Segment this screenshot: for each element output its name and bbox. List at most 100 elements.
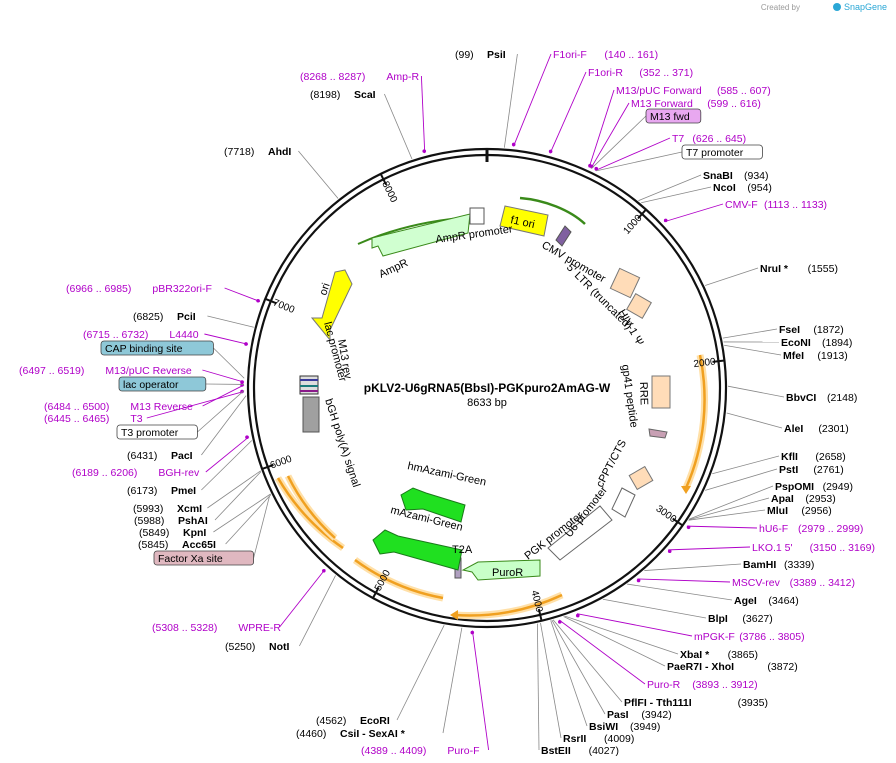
feature-tag-box [118,376,207,392]
primer-mark [557,620,562,624]
primer-label: hU6-F(2979 .. 2999) [759,523,863,535]
primer-label: (4389 .. 4409) Puro-F [361,745,479,757]
features [299,196,671,581]
leader-lines [146,53,785,751]
site-leader-line [396,624,445,721]
primer-label: F1ori-F(140 .. 161) [553,49,658,61]
site-name: PacI [171,450,193,462]
site-position: (1872) [813,324,843,336]
primer-leader-line [420,75,426,154]
site-position: (3865) [728,649,758,661]
feature-tag-leader [197,390,245,433]
primer-range: (4389 .. 4409) [361,745,426,757]
primer-range: (626 .. 645) [692,133,746,145]
site-name: MfeI [783,350,804,362]
primer-label: M13/pUC Forward(585 .. 607) [616,85,771,97]
snapgene-logo-icon [833,3,841,11]
primer-name: T7 [672,133,684,145]
site-name: NcoI [713,182,736,194]
ampr-promoter-arrow [469,207,485,225]
bgh-box [302,396,320,433]
primer-name: WPRE-R [238,622,281,634]
site-position: (3942) [641,709,671,721]
primer-label: T7 promoter [681,144,763,160]
tick-1000 [637,208,647,220]
restriction-site: (5993)XcmI [133,503,202,515]
primer-mark [636,578,641,583]
primer-mark [511,142,516,147]
feature-tag-label: T7 promoter [686,147,744,159]
ltr-box [609,267,641,299]
primer-range: (2979 .. 2999) [798,523,863,535]
primer-range: (5308 .. 5328) [152,622,217,634]
orf-arc-right-line [684,354,706,489]
site-leader-line [201,440,253,491]
site-leader-line [712,455,780,475]
primer-leader-line [590,102,630,169]
hiv-psi-box [626,293,652,319]
primer-label: CAP binding site [100,340,214,356]
feature-tag-label: Factor Xa site [158,553,223,565]
restriction-site: BamHI(3339) [743,559,814,571]
site-leader-line [563,616,666,667]
restriction-site: BsiWI(3949) [589,721,660,733]
site-leader-line [722,328,778,339]
site-position: (4009) [604,733,634,745]
site-position: (7718) [224,146,254,158]
site-name: AleI [784,423,803,435]
primer-label: M13 fwd [645,108,702,124]
restriction-site: (6825)PciI [133,311,196,323]
primer-range: (3150 .. 3169) [810,542,875,554]
primer-name: M13/pUC Forward [616,85,702,97]
cmv-promoter-marker [555,225,572,247]
primer-name: Puro-F [447,745,479,757]
restriction-site: PaeR7I - XhoI(3872) [667,661,798,673]
site-name: PshAI [178,515,208,527]
primer-mark [244,342,248,346]
site-position: (6431) [127,450,157,462]
site-position: (2761) [813,464,843,476]
feature-tag-box [153,550,254,566]
site-name: XcmI [177,503,202,515]
label-t2a: T2A [452,544,473,556]
site-leader-line [641,186,712,204]
primer-mark [240,380,244,384]
site-leader-line [724,344,782,356]
site-position: (4562) [316,715,346,727]
restriction-site: ApaI(2953) [771,493,836,505]
site-leader-line [638,174,702,201]
orf-arc-left-outer-line [276,477,344,550]
site-leader-line [688,497,770,521]
site-name: FseI [779,324,800,336]
site-position: (5845) [138,539,168,551]
feature-tag-box [645,108,702,124]
primer-leader-line [588,89,615,168]
feature-tag-label: lac operator [123,379,179,391]
primer-range: (3893 .. 3912) [692,679,757,691]
orf-arrowhead-right [681,486,691,494]
restriction-site: (99)PsiI [455,49,506,61]
site-name: PsiI [487,49,506,61]
primer-leader-line [558,619,646,685]
primer-range: (6966 .. 6985) [66,283,131,295]
restriction-site: XbaI *(3865) [680,649,758,661]
restriction-site: (5845)Acc65I [138,539,216,551]
feature-tag-leader [591,115,647,169]
primer-label: F1ori-R(352 .. 371) [588,67,693,79]
backbone-outer-ring [246,147,728,629]
primer-label: (6445 .. 6465)T3 [44,413,143,425]
primer-name: mPGK-F [694,631,735,643]
primer-label: T3 promoter [116,424,198,440]
mazami-green-arrow [372,529,463,571]
restriction-site: PstI(2761) [779,464,844,476]
site-leader-line [727,385,785,398]
tick-7000 [264,297,277,305]
primer-leader-line [595,137,671,171]
feature-tag-leader [213,347,245,379]
site-position: (1894) [822,337,852,349]
site-leader-line [540,622,562,739]
site-position: (3627) [742,613,772,625]
restriction-site: AleI(2301) [784,423,849,435]
feature-tag-leader [596,151,683,172]
primer-label: CMV-F(1113 .. 1133) [725,199,827,211]
